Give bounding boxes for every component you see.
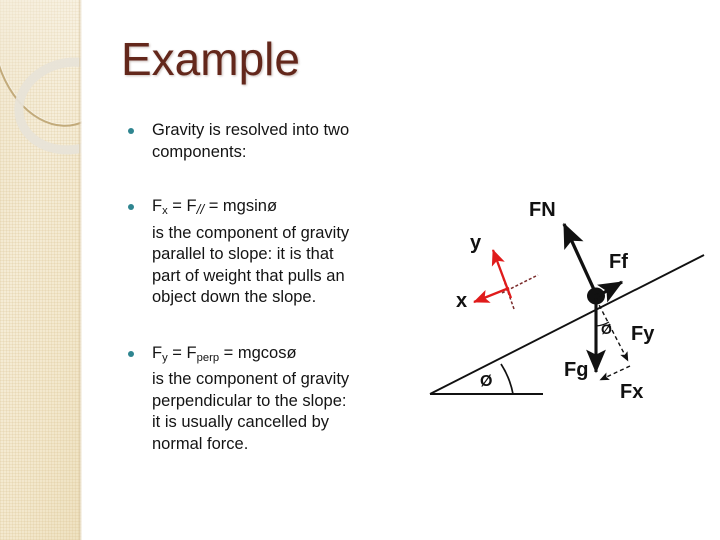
incline-angle-arc [500,363,514,395]
inclined-plane-free-body-diagram: FN Ff Fg Fy Fx y x Ø Ø [416,186,716,418]
bullet-fy-perpendicular: Fy = Fperp = mgcosø is the component of … [121,343,411,456]
label-gravity-parallel-component: Fx [620,381,643,403]
friction-force-vector [596,280,624,303]
bullet-spacer [121,309,411,343]
sidebar-right-edge [79,0,82,540]
bullet-dot-icon [128,128,134,134]
formula-equals: = [167,197,187,215]
label-gravity-force: Fg [564,359,588,381]
formula-subscript: perp [196,351,220,364]
label-axis-x: x [456,290,467,312]
bullet-dot-icon [128,204,134,210]
formula-fx: Fx = F// = mgsinø [152,196,411,223]
decorative-sidebar [0,0,82,540]
label-component-angle: Ø [601,321,612,337]
slide-body: Gravity is resolved into two components:… [121,120,411,455]
incline-surface-line [429,254,705,395]
formula-subscript: y [162,351,168,364]
label-axis-y: y [470,232,482,254]
component-angle-arc [595,321,610,327]
bullet-line: part of weight that pulls an [152,266,345,285]
label-gravity-perp-component: Fy [631,323,655,345]
label-incline-angle: Ø [480,373,492,390]
bullet-fx-parallel: Fx = F// = mgsinø is the component of gr… [121,196,411,309]
formula-equals: = [167,343,187,362]
normal-force-vector [562,222,598,295]
bullet-line: is the component of gravity [152,370,350,389]
formula-symbol: F [152,343,163,362]
formula-symbol: F [186,343,197,362]
bullet-line: Gravity is resolved into two [152,121,350,139]
formula-subscript: x [162,205,168,218]
formula-expression: = mgcosø [219,343,297,362]
formula-fy: Fy = Fperp = mgcosø [152,343,411,370]
bullet-spacer [121,163,411,196]
slide-title: Example [121,33,300,85]
formula-symbol: F [152,197,163,215]
bullet-dot-icon [128,350,134,357]
bullet-line: components: [152,142,247,161]
gravity-parallel-component-vector [599,365,631,381]
bullet-line: parallel to slope: it is that [152,245,334,264]
bullet-line: is the component of gravity [152,223,350,242]
bullet-gravity-components: Gravity is resolved into two components: [121,120,411,163]
bullet-line: perpendicular to the slope: [152,391,347,410]
formula-subscript: // [196,201,205,217]
axis-x-arrow [473,286,510,304]
formula-symbol: F [186,197,197,215]
label-friction-force: Ff [609,251,628,273]
gravity-perpendicular-component-vector [595,298,629,362]
formula-expression: = mgsinø [204,197,278,215]
axis-y-arrow [491,249,513,299]
bullet-line: object down the slope. [152,288,317,307]
bullet-line: it is usually cancelled by [152,413,330,432]
bullet-line: normal force. [152,434,249,453]
label-normal-force: FN [529,199,556,221]
